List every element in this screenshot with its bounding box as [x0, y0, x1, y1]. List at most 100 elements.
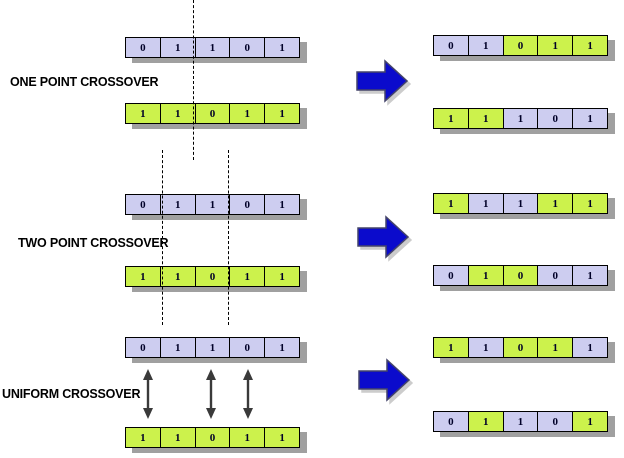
gene-value: 1 — [587, 415, 593, 428]
gene-value: 0 — [448, 269, 454, 282]
gene-cell-purple: 1 — [159, 337, 196, 358]
section-label-two-point: TWO POINT CROSSOVER — [18, 236, 169, 250]
section-label-one-point: ONE POINT CROSSOVER — [10, 75, 159, 89]
gene-cell-green: 0 — [194, 266, 231, 287]
gene-cell-green: 1 — [433, 108, 469, 129]
gene-cell-purple: 0 — [433, 265, 469, 286]
one-point-offspring-2: 1 1 1 0 1 — [433, 108, 608, 129]
gene-cell-green: 1 — [159, 427, 196, 448]
gene-value: 0 — [552, 112, 559, 125]
gene-value: 1 — [448, 112, 454, 125]
gene-value: 1 — [279, 270, 285, 283]
gene-value: 1 — [209, 41, 216, 54]
gene-cell-purple: 0 — [125, 37, 161, 58]
gene-cell-purple: 1 — [264, 337, 300, 358]
gene-cell-purple: 0 — [125, 337, 161, 358]
gene-value: 1 — [279, 431, 285, 444]
gene-cell-purple: 0 — [537, 265, 574, 286]
gene-value: 1 — [140, 431, 146, 444]
gene-value: 1 — [517, 112, 524, 125]
gene-value: 1 — [279, 107, 285, 120]
gene-cell-purple: 0 — [229, 337, 266, 358]
gene-cell-purple: 0 — [433, 35, 469, 56]
gene-cell-green: 1 — [159, 103, 196, 124]
gene-cell-green: 1 — [229, 427, 266, 448]
gene-cell-green: 1 — [537, 337, 574, 358]
gene-value: 1 — [174, 341, 181, 354]
gene-cell-purple: 1 — [194, 337, 231, 358]
gene-value: 0 — [140, 341, 146, 354]
right-block-arrow-icon — [357, 215, 409, 259]
gene-value: 1 — [448, 197, 454, 210]
gene-cell-purple: 1 — [194, 194, 231, 215]
gene-cell-green: 1 — [467, 108, 504, 129]
gene-value: 1 — [482, 269, 489, 282]
gene-value: 1 — [244, 107, 251, 120]
gene-cell-purple: 0 — [537, 411, 574, 432]
gene-cell-green: 1 — [229, 266, 266, 287]
gene-cell-green: 1 — [264, 266, 300, 287]
gene-cell-green: 1 — [572, 411, 608, 432]
gene-value: 1 — [552, 39, 559, 52]
uniform-offspring-2: 0 1 1 0 1 — [433, 411, 608, 432]
gene-cell-green: 0 — [502, 337, 539, 358]
gene-value: 1 — [209, 341, 216, 354]
one-point-crossover-line — [193, 0, 194, 160]
gene-value: 0 — [448, 39, 454, 52]
swap-double-arrow-icon — [206, 369, 216, 419]
gene-value: 1 — [482, 415, 489, 428]
gene-value: 0 — [244, 198, 251, 211]
gene-cell-green: 1 — [229, 103, 266, 124]
gene-cell-purple: 1 — [572, 265, 608, 286]
gene-value: 0 — [552, 415, 559, 428]
gene-cell-green: 1 — [125, 427, 161, 448]
gene-cell-purple: 0 — [537, 108, 574, 129]
gene-cell-purple: 1 — [467, 35, 504, 56]
gene-value: 1 — [244, 431, 251, 444]
gene-cell-green: 1 — [572, 193, 608, 214]
gene-value: 1 — [587, 112, 593, 125]
gene-value: 0 — [517, 341, 524, 354]
gene-value: 1 — [174, 270, 181, 283]
gene-cell-purple: 0 — [229, 37, 266, 58]
gene-cell-green: 0 — [502, 35, 539, 56]
gene-value: 1 — [482, 112, 489, 125]
gene-cell-purple: 1 — [159, 194, 196, 215]
gene-value: 1 — [517, 415, 524, 428]
gene-value: 1 — [587, 39, 593, 52]
gene-value: 0 — [517, 39, 524, 52]
gene-cell-purple: 1 — [467, 337, 504, 358]
gene-cell-purple: 1 — [194, 37, 231, 58]
gene-cell-purple: 1 — [572, 337, 608, 358]
gene-cell-green: 1 — [467, 265, 504, 286]
gene-value: 1 — [140, 107, 146, 120]
gene-value: 1 — [209, 198, 216, 211]
gene-cell-green: 1 — [467, 411, 504, 432]
gene-value: 1 — [140, 270, 146, 283]
gene-value: 0 — [244, 341, 251, 354]
gene-cell-green: 1 — [125, 266, 161, 287]
gene-cell-green: 1 — [264, 427, 300, 448]
swap-double-arrow-icon — [243, 369, 253, 419]
gene-cell-green: 1 — [159, 266, 196, 287]
gene-cell-green: 0 — [194, 103, 231, 124]
gene-value: 0 — [209, 431, 216, 444]
gene-value: 1 — [174, 431, 181, 444]
gene-cell-purple: 1 — [159, 37, 196, 58]
swap-double-arrow-icon — [143, 369, 153, 419]
gene-value: 0 — [140, 41, 146, 54]
gene-value: 1 — [587, 341, 593, 354]
gene-cell-green: 1 — [125, 103, 161, 124]
gene-cell-purple: 1 — [572, 108, 608, 129]
gene-value: 0 — [209, 107, 216, 120]
gene-value: 1 — [482, 197, 489, 210]
gene-value: 0 — [448, 415, 454, 428]
gene-value: 1 — [552, 341, 559, 354]
gene-value: 1 — [482, 341, 489, 354]
two-point-crossover-line-right — [228, 150, 229, 325]
